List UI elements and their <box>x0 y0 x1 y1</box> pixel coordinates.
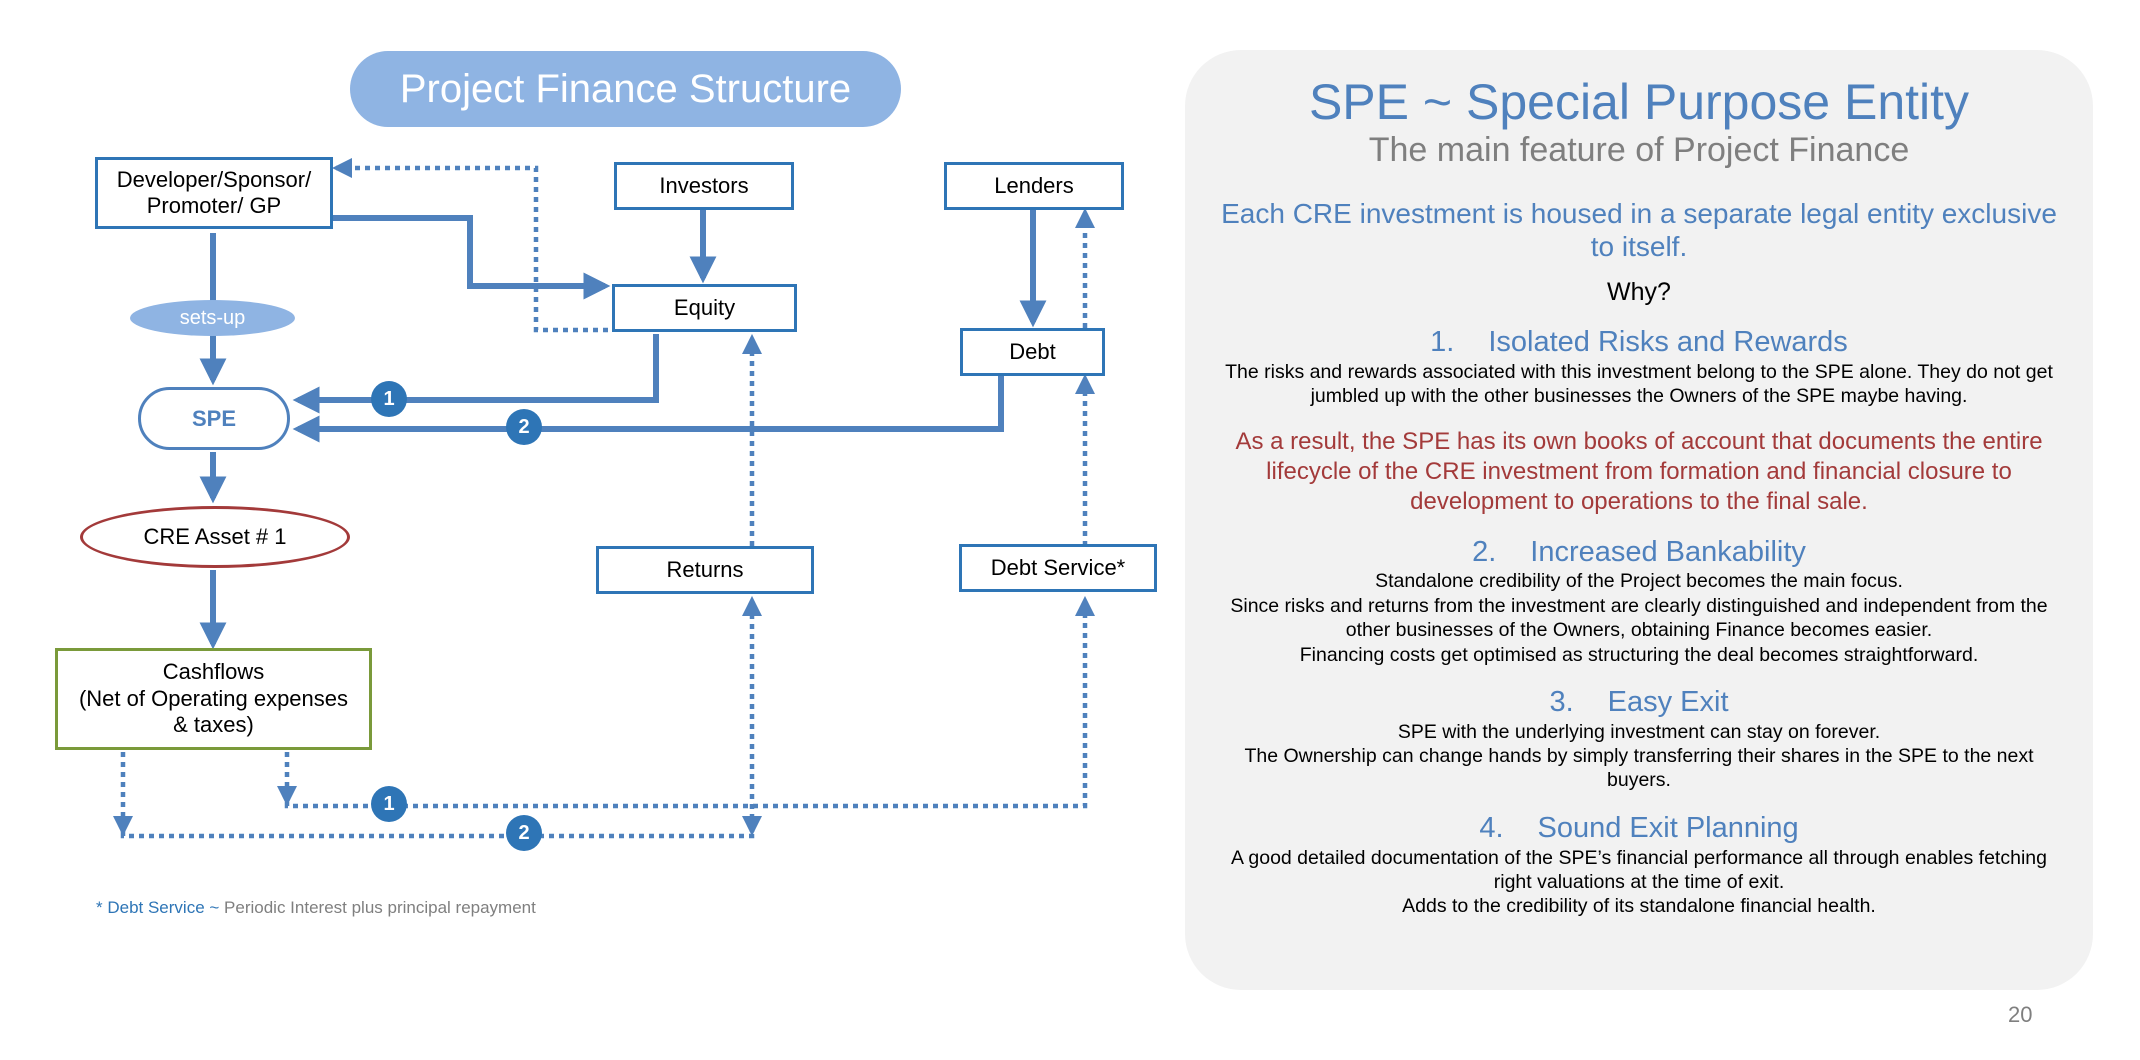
panel-subtitle: The main feature of Project Finance <box>1368 130 1910 169</box>
panel-lead: Each CRE investment is housed in a separ… <box>1221 197 2057 263</box>
sets-up-label: sets-up <box>130 300 295 336</box>
equity-node: Equity <box>612 284 797 332</box>
dotted-cashflow-to-returns <box>120 595 763 839</box>
diagram-title: Project Finance Structure <box>350 51 901 127</box>
spe-info-panel: SPE ~ Special Purpose Entity The main fe… <box>1185 50 2093 990</box>
arrow-developer-to-equity <box>333 215 611 300</box>
section-number-2: 2. <box>1472 535 1497 568</box>
lenders-node: Lenders <box>944 162 1124 210</box>
badge-payout-2: 2 <box>506 815 542 851</box>
panel-highlight: As a result, the SPE has its own books o… <box>1235 427 2043 515</box>
debt-node: Debt <box>960 328 1105 376</box>
arrow-equity-to-spe <box>292 334 659 414</box>
dotted-equity-to-developer <box>331 157 608 333</box>
section-title-2: Increased Bankability <box>1530 535 1806 568</box>
footnote-term: * Debt Service ~ <box>96 898 220 917</box>
section-number-4: 4. <box>1479 811 1504 844</box>
section-title-3: Easy Exit <box>1607 685 1729 718</box>
badge-flow-1: 1 <box>371 381 407 417</box>
section-text-2: Standalone credibility of the Project be… <box>1230 570 2048 666</box>
section-heading-2: 2. Increased Bankability <box>1221 535 2057 570</box>
section-text-3: SPE with the underlying investment can s… <box>1244 720 2034 792</box>
investors-node: Investors <box>614 162 794 210</box>
page-number: 20 <box>2008 1002 2033 1027</box>
panel-title: SPE ~ Special Purpose Entity <box>1308 74 1970 130</box>
section-heading-3: 3. Easy Exit <box>1221 685 2057 720</box>
section-title-4: Sound Exit Planning <box>1537 811 1799 844</box>
section-heading-1: 1. Isolated Risks and Rewards <box>1221 325 2057 360</box>
badge-payout-1: 1 <box>371 786 407 822</box>
section-number-1: 1. <box>1430 326 1455 359</box>
badge-flow-2: 2 <box>506 409 542 445</box>
section-text-4: A good detailed documentation of the SPE… <box>1231 846 2047 918</box>
section-title-1: Isolated Risks and Rewards <box>1488 326 1848 359</box>
cre-asset-node: CRE Asset # 1 <box>80 506 350 568</box>
diagram-connectors <box>112 157 1096 839</box>
debt-service-node: Debt Service* <box>959 544 1157 592</box>
section-heading-4: 4. Sound Exit Planning <box>1221 811 2057 846</box>
section-text-1: The risks and rewards associated with th… <box>1225 360 2053 408</box>
footnote-definition: Periodic Interest plus principal repayme… <box>219 898 536 917</box>
cashflows-node: Cashflows (Net of Operating expenses & t… <box>55 648 372 750</box>
footnote: * Debt Service ~ Periodic Interest plus … <box>96 898 536 918</box>
spe-node: SPE <box>138 387 290 450</box>
returns-node: Returns <box>596 546 814 594</box>
dotted-cashflow-to-debtservice <box>284 595 1096 809</box>
section-number-3: 3. <box>1549 685 1574 718</box>
panel-why: Why? <box>1607 278 1671 307</box>
developer-node: Developer/Sponsor/ Promoter/ GP <box>95 157 333 229</box>
